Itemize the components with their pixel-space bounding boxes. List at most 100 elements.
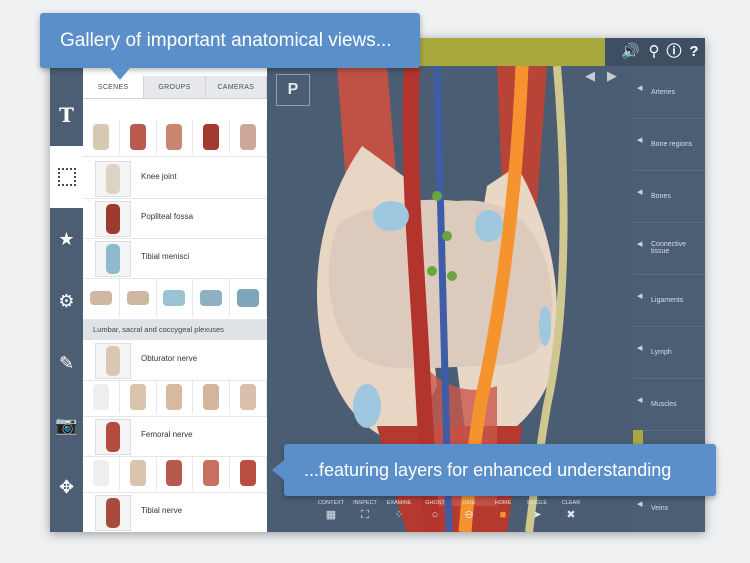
scene-thumbnail[interactable] [120, 279, 157, 317]
scene-thumbnail[interactable] [83, 456, 120, 490]
help-icon[interactable]: ? [689, 43, 699, 60]
list-item[interactable]: Tibial nerve [83, 492, 267, 532]
list-item[interactable]: Tibial menisci [83, 238, 267, 279]
scene-thumbnail[interactable] [230, 120, 267, 154]
scene-image [95, 495, 131, 531]
list-item[interactable]: Popliteal fossa [83, 198, 267, 239]
camera-icon: 📷 [55, 414, 78, 435]
scene-thumbnail[interactable] [230, 279, 267, 317]
clear-icon: ✖ [566, 509, 576, 521]
scene-thumbnail[interactable] [83, 120, 120, 154]
inspect-button[interactable]: INSPECT⛶ [353, 500, 377, 521]
scene-thumbnail[interactable] [193, 380, 231, 414]
text-tool-button[interactable]: T [50, 84, 83, 146]
search-icon[interactable]: ⚲ [648, 43, 660, 60]
callout-top: Gallery of important anatomical views... [40, 13, 420, 80]
scene-thumbnail[interactable] [193, 279, 231, 317]
tab-scenes[interactable]: SCENES [83, 76, 145, 98]
top-right-tools: 🔊 ⚲ ⓘ ? [605, 38, 705, 66]
gallery-tool-button[interactable] [50, 146, 83, 208]
back-arrow-icon[interactable]: ◀ [585, 68, 595, 83]
layer-item-bones[interactable]: ◀Bones [633, 170, 705, 223]
thumbnail-row [83, 380, 267, 417]
scene-thumbnail[interactable] [157, 380, 194, 414]
move-icon: ✥ [58, 476, 75, 497]
scene-thumbnail[interactable] [230, 380, 267, 414]
layer-item-connective-tissue[interactable]: ◀Connective tissue [633, 222, 705, 275]
tab-cameras[interactable]: CAMERAS [205, 76, 267, 98]
scene-thumbnail[interactable] [83, 279, 120, 317]
expand-left-icon: ◀ [637, 501, 643, 508]
scene-image [95, 161, 131, 197]
ghost-icon: ○ [431, 509, 439, 521]
scene-thumbnail[interactable] [157, 456, 194, 490]
callout-pointer [110, 68, 130, 80]
list-item[interactable]: Obturator nerve [83, 340, 267, 381]
thumbnail-row [83, 120, 267, 157]
scene-image [95, 343, 131, 379]
scene-thumbnail[interactable] [193, 456, 231, 490]
scene-thumbnail[interactable] [120, 120, 157, 154]
layer-item-muscles[interactable]: ◀Muscles [633, 378, 705, 431]
scene-thumbnail[interactable] [230, 456, 267, 490]
scene-thumbnail[interactable] [193, 120, 231, 154]
gallery-icon [57, 168, 76, 186]
info-icon[interactable]: ⓘ [666, 43, 682, 60]
expand-left-icon: ◀ [637, 345, 643, 352]
left-toolbar: T ★ ⚙ ✎ 📷 ✥ [50, 66, 83, 532]
list-item-label: Obturator nerve [141, 354, 198, 363]
scene-thumbnail[interactable] [83, 380, 120, 414]
layer-highlight-marker [633, 430, 643, 450]
layer-item-lymph[interactable]: ◀Lymph [633, 326, 705, 379]
list-item[interactable]: Knee joint [83, 158, 267, 199]
cursor-icon: ➤ [532, 509, 542, 521]
tools-icon: ✎ [58, 352, 75, 373]
context-button[interactable]: CONTEXT▦ [317, 500, 345, 521]
sound-icon[interactable]: 🔊 [621, 43, 640, 60]
scene-image [95, 419, 131, 455]
list-item-label: Tibial nerve [141, 506, 183, 515]
expand-left-icon: ◀ [637, 241, 643, 248]
scene-thumbnail[interactable] [157, 279, 194, 317]
scene-image [95, 201, 131, 237]
examine-button[interactable]: EXAMINE⁘ [386, 500, 412, 521]
scene-thumbnail[interactable] [157, 120, 194, 154]
layer-item-ligaments[interactable]: ◀Ligaments [633, 274, 705, 327]
list-item[interactable]: Femoral nerve [83, 416, 267, 457]
home-button[interactable]: HOME■ [494, 500, 512, 521]
expand-left-icon: ◀ [637, 189, 643, 196]
settings-icon: ⚙ [58, 290, 75, 311]
camera-tool-button[interactable]: 📷 [50, 394, 83, 456]
layer-item-bone-regions[interactable]: ◀Bone regions [633, 118, 705, 171]
list-item-label: Popliteal fossa [141, 212, 194, 221]
tab-groups[interactable]: GROUPS [144, 76, 206, 98]
layer-item-arteries[interactable]: ◀Arteries [633, 66, 705, 119]
layer-item-veins[interactable]: ◀Veins [637, 501, 669, 512]
thumbnail-row [83, 279, 267, 320]
bottom-toolbar: CONTEXT▦ INSPECT⛶ EXAMINE⁘ GHOST○ HIDE⊖ … [267, 498, 633, 532]
inspect-icon: ⛶ [361, 509, 369, 521]
hide-button[interactable]: HIDE⊖ [462, 500, 476, 521]
move-tool-button[interactable]: ✥ [50, 456, 83, 518]
list-item-label: Femoral nerve [141, 430, 193, 439]
gallery-panel: SCENES GROUPS CAMERAS Knee joint Poplite… [83, 66, 267, 532]
expand-left-icon: ◀ [637, 397, 643, 404]
tools-tool-button[interactable]: ✎ [50, 332, 83, 394]
favorites-tool-button[interactable]: ★ [50, 208, 83, 270]
callout-top-text: Gallery of important anatomical views... [60, 29, 392, 51]
gallery-tabs: SCENES GROUPS CAMERAS [83, 76, 267, 99]
scene-thumbnail[interactable] [120, 380, 157, 414]
expand-left-icon: ◀ [637, 137, 643, 144]
ghost-button[interactable]: GHOST○ [425, 500, 445, 521]
context-icon: ▦ [325, 509, 337, 521]
callout-pointer [272, 460, 284, 480]
scene-thumbnail[interactable] [120, 456, 157, 490]
settings-tool-button[interactable]: ⚙ [50, 270, 83, 332]
clear-button[interactable]: CLEAR✖ [561, 500, 581, 521]
list-item-label: Knee joint [141, 172, 177, 181]
forward-arrow-icon[interactable]: ▶ [607, 68, 617, 83]
preset-view-button[interactable]: P [276, 74, 310, 106]
text-icon: T [59, 103, 74, 127]
single-button[interactable]: SINGLE➤ [526, 500, 548, 521]
expand-left-icon: ◀ [637, 293, 643, 300]
